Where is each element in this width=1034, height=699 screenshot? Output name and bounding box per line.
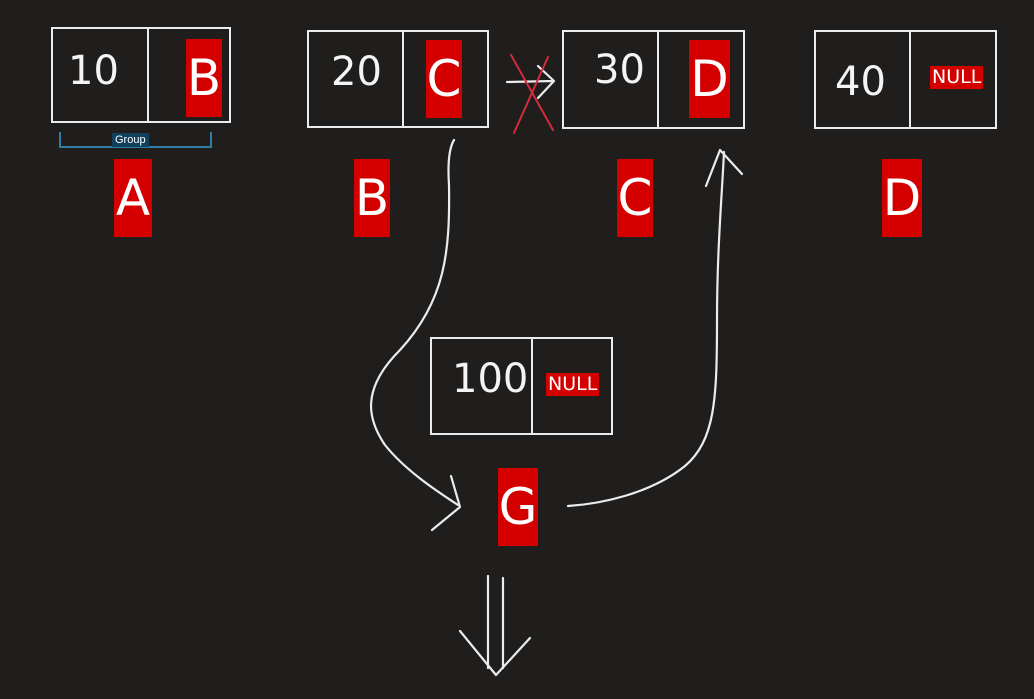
node-g-value: 100 — [452, 356, 529, 402]
node-b-value: 20 — [331, 49, 382, 95]
node-c-label: C — [617, 159, 653, 237]
node-b-next-pointer: C — [426, 40, 462, 118]
node-b-divider — [402, 32, 404, 126]
node-b-box: 20 C — [307, 30, 489, 128]
link-b-to-g-arrowhead — [430, 474, 462, 532]
node-d-value: 40 — [835, 59, 886, 105]
node-c-value: 30 — [594, 47, 645, 93]
node-d-box: 40 NULL — [814, 30, 997, 129]
node-d-divider — [909, 32, 911, 127]
link-b-to-g-curve — [369, 138, 460, 507]
link-g-to-c-arrowhead — [704, 148, 744, 188]
implication-arrow — [458, 574, 532, 677]
node-c-next-pointer: D — [689, 40, 730, 118]
node-g-next-pointer: NULL — [546, 373, 600, 396]
node-c-divider — [657, 32, 659, 127]
group-label: Group — [112, 133, 149, 147]
node-c-box: 30 D — [562, 30, 745, 129]
node-b-label: B — [354, 159, 390, 237]
node-a-next-pointer: B — [186, 39, 222, 117]
strike-line-2 — [513, 56, 549, 134]
node-d-next-pointer: NULL — [930, 66, 984, 89]
node-a-divider — [147, 29, 149, 121]
node-d-label: D — [882, 159, 922, 237]
node-a-label: A — [114, 159, 152, 237]
node-g-box: 100 NULL — [430, 337, 613, 435]
node-g-label: G — [498, 468, 538, 546]
old-link-b-to-c-arrow — [505, 64, 556, 100]
link-g-to-c-curve — [566, 150, 726, 508]
group-bracket — [59, 132, 212, 148]
node-a-value: 10 — [68, 48, 119, 94]
node-a-box: 10 B — [51, 27, 231, 123]
node-g-divider — [531, 339, 533, 433]
